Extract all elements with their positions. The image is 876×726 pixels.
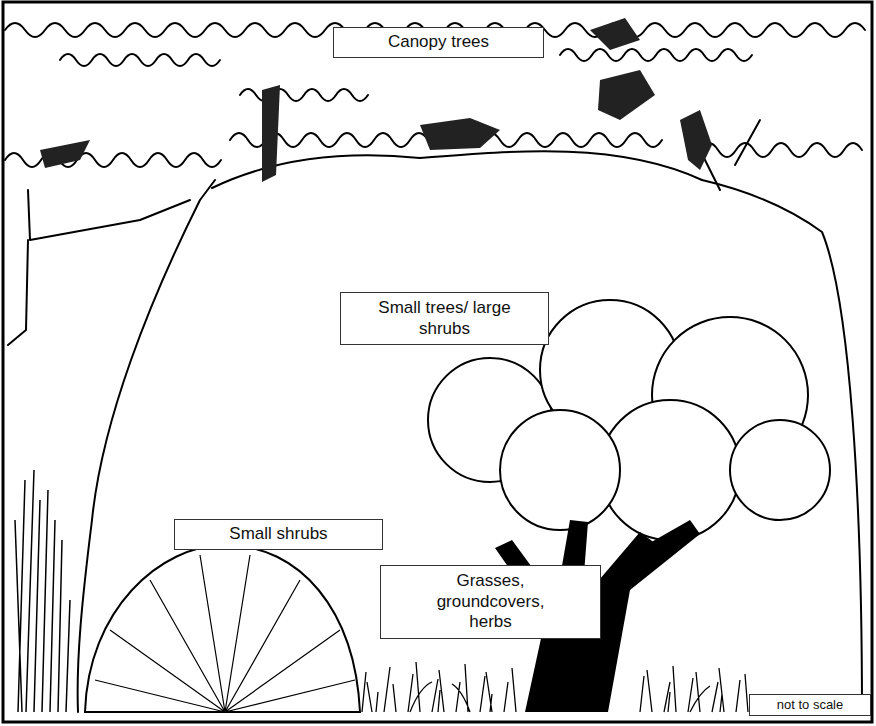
- canopy-foliage: [560, 49, 752, 61]
- image-frame: [3, 2, 872, 722]
- canopy-shadow: [680, 110, 712, 170]
- scale-note-box: not to scale: [749, 694, 871, 716]
- canopy-underside: [212, 151, 702, 188]
- layer-label: not to scale: [754, 697, 866, 713]
- canopy-shadow: [262, 85, 280, 182]
- small-tree-foliage: [730, 420, 830, 520]
- canopy-foliage: [240, 89, 368, 101]
- tall-grass: [15, 470, 70, 712]
- layer-label-box: Small shrubs: [174, 519, 383, 550]
- canopy-trunk: [8, 240, 28, 345]
- canopy-shadow: [40, 140, 90, 168]
- canopy-trunk: [28, 190, 190, 240]
- canopy-shadow: [420, 118, 500, 150]
- small-shrub: [85, 545, 360, 712]
- canopy-foliage: [5, 153, 221, 167]
- layer-label: Canopy trees: [344, 32, 533, 53]
- canopy-foliage: [700, 143, 862, 157]
- small-shrub-leaf-lines: [95, 555, 355, 712]
- canopy-shadow: [598, 70, 655, 120]
- layer-label: Small trees/ large shrubs: [369, 298, 520, 339]
- layer-label-box: Canopy trees: [333, 27, 544, 58]
- layer-label-box: Small trees/ large shrubs: [340, 292, 549, 345]
- grasses: [362, 662, 748, 712]
- layer-label: Small shrubs: [185, 524, 372, 545]
- canopy-shadow: [590, 18, 640, 50]
- canopy-foliage: [60, 54, 220, 66]
- small-tree-foliage: [500, 410, 620, 530]
- layer-label-box: Grasses, groundcovers, herbs: [380, 565, 601, 639]
- canopy-trunk: [700, 120, 760, 190]
- layer-label: Grasses, groundcovers, herbs: [421, 571, 560, 633]
